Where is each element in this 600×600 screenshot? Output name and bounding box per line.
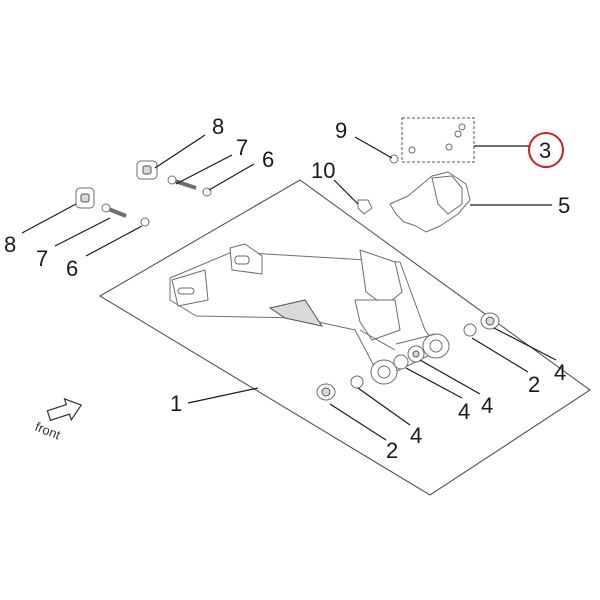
callout-3: 3	[539, 138, 551, 163]
part-3-kit	[401, 117, 475, 163]
leader-lines	[21, 134, 557, 441]
callout-8-upper: 8	[212, 114, 224, 139]
callout-2-b: 2	[528, 372, 540, 397]
base-plate	[98, 179, 591, 496]
callout-7-lower: 7	[36, 246, 48, 271]
part-10-clip	[357, 199, 373, 215]
part-5-chain-guard	[389, 171, 471, 233]
callout-9: 9	[335, 118, 347, 143]
callout-10: 10	[311, 158, 335, 183]
front-arrow-icon	[46, 397, 83, 422]
callout-7-upper: 7	[236, 135, 248, 160]
upper-hardware	[136, 160, 212, 197]
callout-6-upper: 6	[262, 147, 274, 172]
callout-3-highlight-ring	[528, 132, 564, 168]
callout-1: 1	[170, 391, 182, 416]
callout-4-c: 4	[481, 393, 493, 418]
callout-4-b: 4	[458, 399, 470, 424]
callout-2-a: 4	[410, 423, 422, 448]
bearings	[316, 312, 500, 401]
callout-6-lower: 6	[66, 256, 78, 281]
callout-8-lower: 8	[4, 232, 16, 257]
callout-4-a: 2	[386, 438, 398, 463]
callout-5: 5	[558, 193, 570, 218]
front-label: front	[33, 419, 63, 443]
callout-4-d: 4	[554, 360, 566, 385]
part-9-washer	[389, 154, 399, 164]
swing-arm	[169, 243, 450, 385]
lower-hardware	[75, 187, 150, 227]
